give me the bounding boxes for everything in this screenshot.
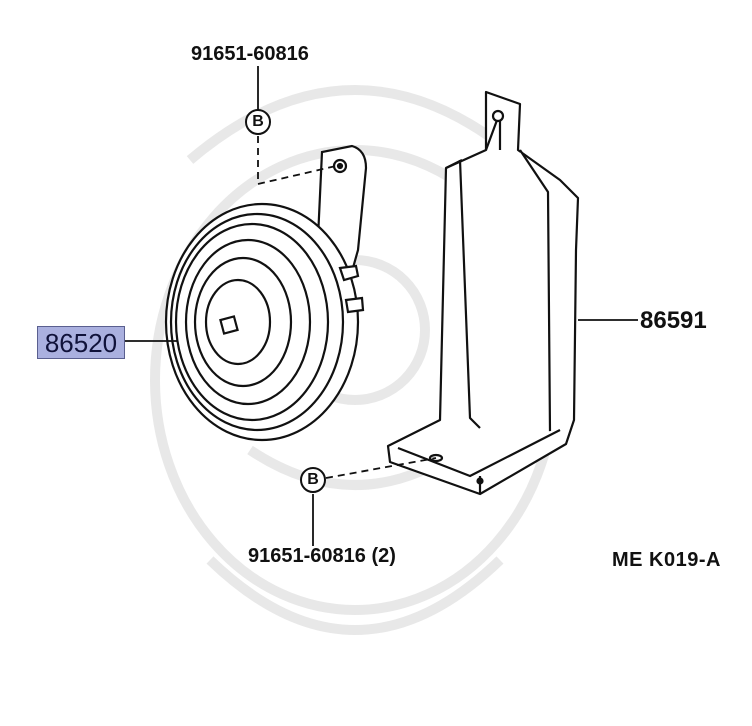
callout-top-bolt: 91651-60816 [191, 43, 309, 65]
callout-bottom-bolt: 91651-60816 (2) [248, 545, 396, 567]
bolt-marker-top: B [245, 109, 271, 135]
callout-horn-highlighted[interactable]: 86520 [37, 326, 125, 359]
dashed-top-bolt-to-tab [257, 165, 337, 185]
horn-bracket [386, 90, 580, 496]
callout-bracket: 86591 [640, 307, 707, 334]
leader-lines [124, 66, 638, 546]
dashed-bottom-bolt [325, 457, 437, 479]
figure-code: ME K019-A [612, 549, 721, 571]
horn-body [164, 202, 365, 442]
bolt-marker-bottom: B [300, 467, 326, 493]
